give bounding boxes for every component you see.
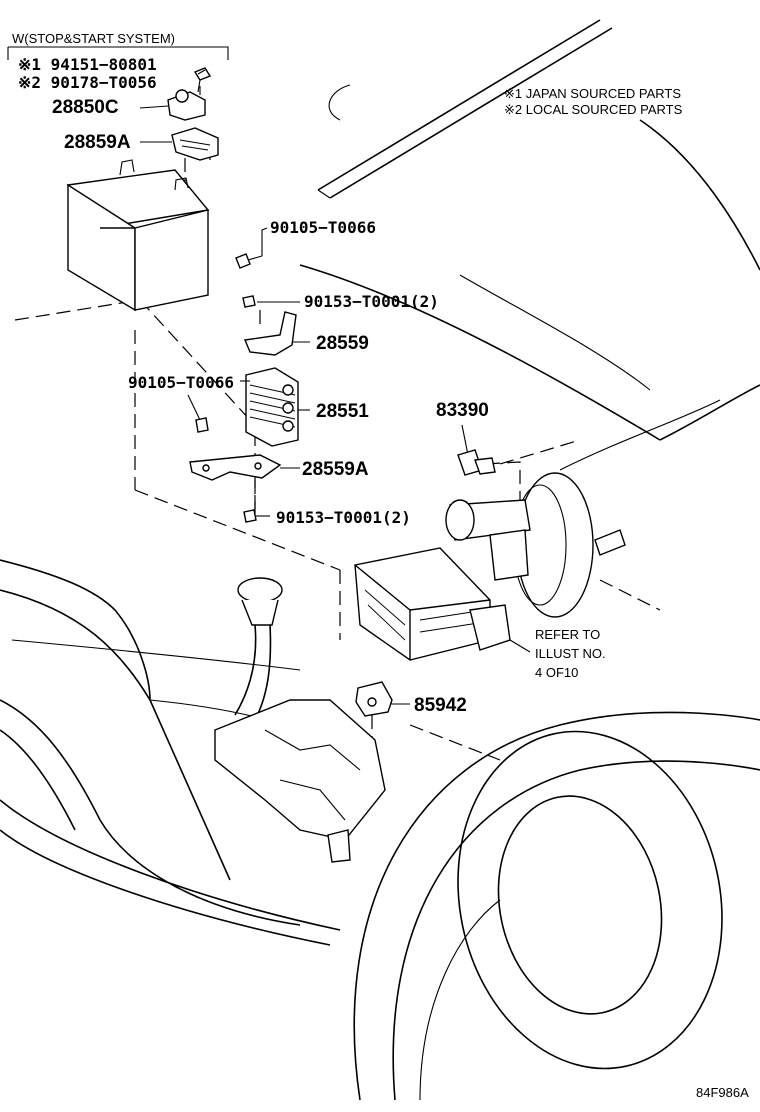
label-28850C: 28850C — [52, 97, 119, 118]
label-28559: 28559 — [316, 333, 369, 354]
battery — [66, 159, 210, 312]
label-90153-T0001-bottom: 90153−T0001(2) — [276, 508, 411, 527]
leader-lines — [7, 46, 250, 382]
label-28559A: 28559A — [302, 459, 369, 480]
reference-line-2: ILLUST NO. — [535, 646, 606, 661]
module-28551 — [245, 367, 310, 447]
reference-line-1: REFER TO — [535, 627, 600, 642]
car-body-outline — [0, 19, 760, 1101]
brake-booster — [445, 472, 626, 618]
label-28551: 28551 — [316, 401, 369, 422]
legend-note-2: ※2 LOCAL SOURCED PARTS — [504, 102, 683, 117]
label-85942: 85942 — [414, 695, 467, 716]
nut-90153-bottom — [243, 509, 270, 523]
legend-note-1: ※1 JAPAN SOURCED PARTS — [504, 86, 681, 101]
battery-sensor-28850C — [167, 67, 212, 121]
sensor-85942 — [355, 681, 410, 717]
label-90178-T0056: ※2 90178−T0056 — [18, 73, 157, 92]
label-90153-T0001-top: 90153−T0001(2) — [304, 292, 439, 311]
label-83390: 83390 — [436, 400, 489, 421]
illustration-id: 84F986A — [696, 1085, 749, 1100]
label-28859A: 28859A — [64, 132, 131, 153]
bracket-28559 — [244, 311, 310, 356]
reference-line-3: 4 OF10 — [535, 665, 578, 680]
bolt-90105-left — [187, 394, 209, 433]
bolt-90105-top — [235, 227, 268, 269]
bracket-28859A — [171, 127, 219, 161]
nut-90153-top — [242, 295, 300, 308]
label-94151-80801: ※1 94151−80801 — [18, 55, 157, 74]
relay-box — [354, 547, 531, 661]
label-90105-T0066-left: 90105−T0066 — [128, 373, 234, 392]
condition-label: W(STOP&START SYSTEM) — [12, 31, 175, 46]
bracket-28559A — [189, 454, 300, 481]
labels: W(STOP&START SYSTEM) ※1 94151−80801 ※2 9… — [12, 31, 749, 1100]
washer-tank — [214, 577, 386, 863]
label-90105-T0066-top: 90105−T0066 — [270, 218, 376, 237]
switch-83390 — [457, 424, 496, 476]
